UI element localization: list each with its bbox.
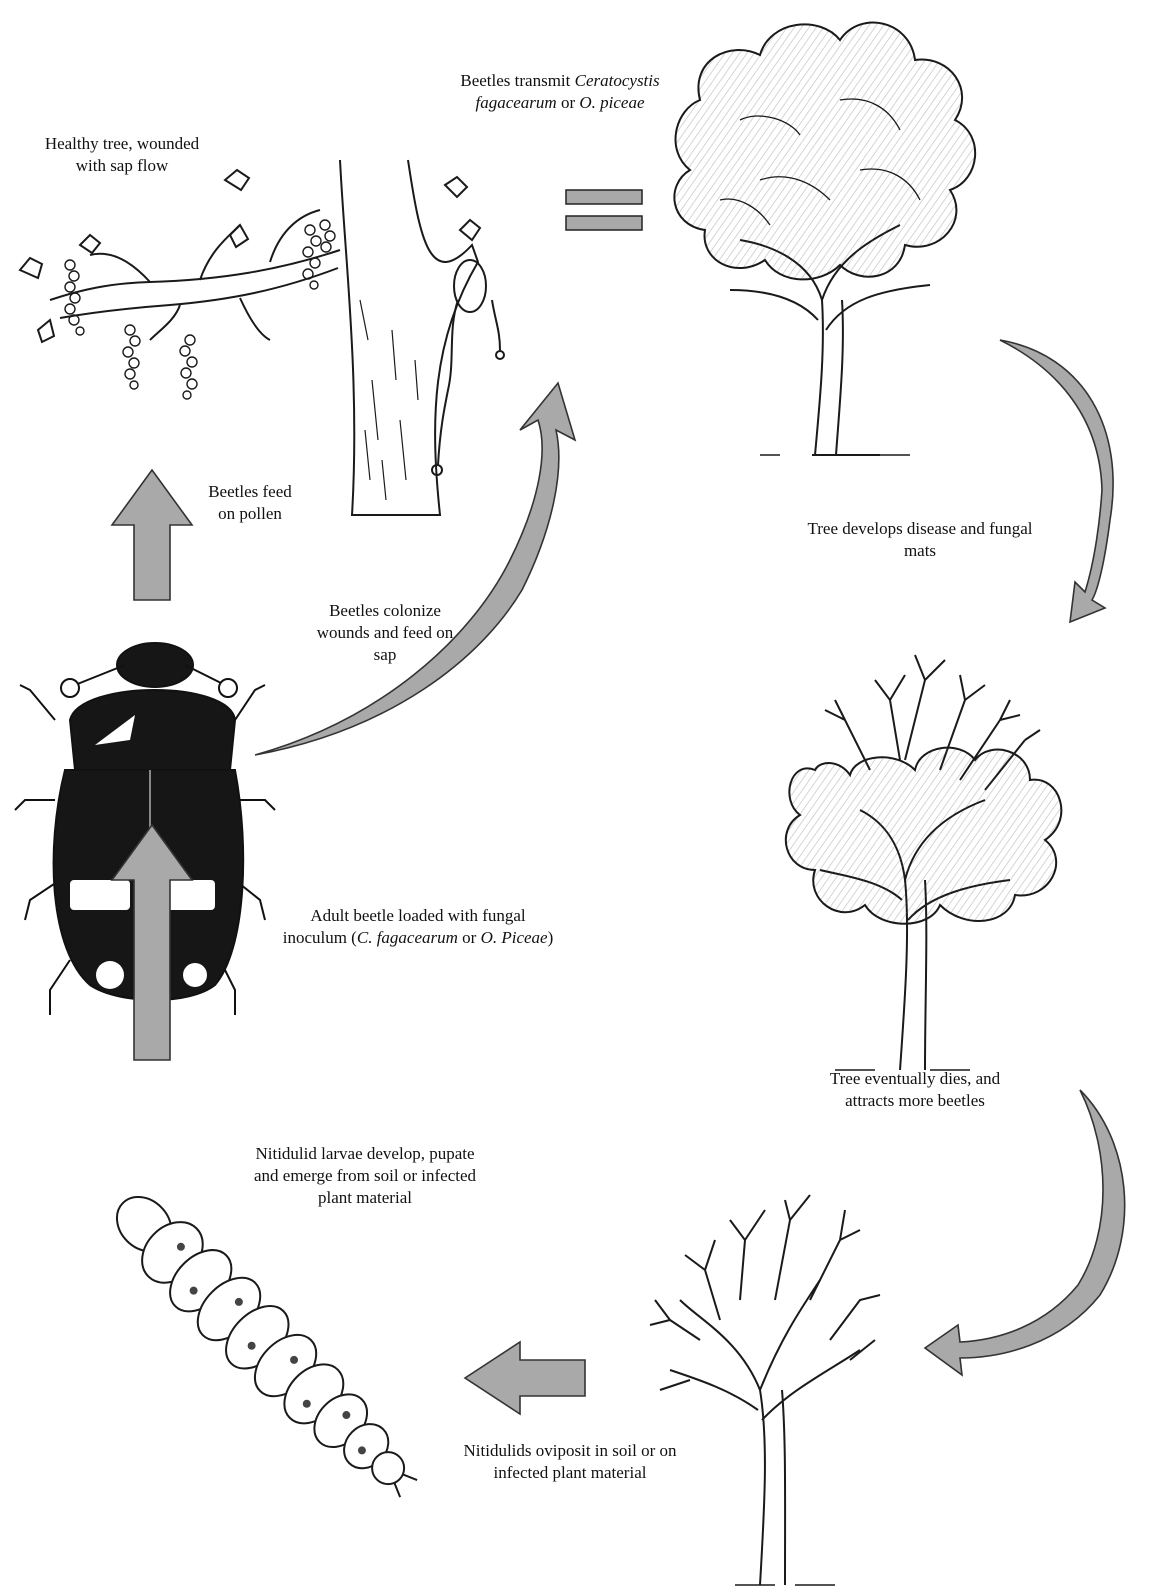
label-larvae: Nitidulid larvae develop, pupate and eme… — [225, 1143, 505, 1209]
dead-tree-icon — [650, 1195, 880, 1585]
label-dies-line2: attracts more beetles — [795, 1090, 1035, 1112]
label-transmit-species1-cont: fagacearum — [475, 93, 556, 112]
label-oviposit-line2: infected plant material — [430, 1462, 710, 1484]
label-transmit-species2: O. piceae — [579, 93, 644, 112]
label-healthy-tree: Healthy tree, wounded with sap flow — [22, 133, 222, 177]
label-larvae-line1: Nitidulid larvae develop, pupate — [225, 1143, 505, 1165]
label-adult-line2-prefix: inoculum ( — [283, 928, 357, 947]
equals-sign-icon — [566, 190, 642, 230]
label-oviposit-line1: Nitidulids oviposit in soil or on — [430, 1440, 710, 1462]
label-develops: Tree develops disease and fungal mats — [785, 518, 1055, 562]
label-adult-species1: C. fagacearum — [357, 928, 458, 947]
label-healthy-tree-line2: with sap flow — [22, 155, 222, 177]
curved-arrow-colonize — [255, 383, 575, 755]
label-larvae-line3: plant material — [225, 1187, 505, 1209]
label-feed-pollen: Beetles feed on pollen — [195, 481, 305, 525]
larva-icon — [97, 1177, 435, 1515]
label-tree-dies: Tree eventually dies, and attracts more … — [795, 1068, 1035, 1112]
label-beetles-transmit: Beetles transmit Ceratocystis fagacearum… — [430, 70, 690, 114]
label-colonize: Beetles colonize wounds and feed on sap — [300, 600, 470, 666]
label-colonize-line2: wounds and feed on — [300, 622, 470, 644]
label-transmit-species1: Ceratocystis — [575, 71, 660, 90]
label-colonize-line1: Beetles colonize — [300, 600, 470, 622]
healthy-tree-branch-icon — [20, 160, 504, 515]
label-adult-line2-suffix: ) — [548, 928, 554, 947]
label-develops-line1: Tree develops disease and fungal — [785, 518, 1055, 540]
label-larvae-line2: and emerge from soil or infected — [225, 1165, 505, 1187]
label-colonize-line3: sap — [300, 644, 470, 666]
label-feed-pollen-line2: on pollen — [195, 503, 305, 525]
label-adult-species2: O. Piceae — [481, 928, 548, 947]
label-oviposit: Nitidulids oviposit in soil or on infect… — [430, 1440, 710, 1484]
full-tree-icon — [674, 23, 975, 455]
left-arrow — [465, 1342, 585, 1414]
curved-arrow-develops — [1000, 340, 1113, 622]
label-adult-beetle: Adult beetle loaded with fungal inoculum… — [258, 905, 578, 949]
label-transmit-prefix: Beetles transmit — [460, 71, 574, 90]
curved-arrow-dies — [925, 1090, 1125, 1375]
label-develops-line2: mats — [785, 540, 1055, 562]
label-feed-pollen-line1: Beetles feed — [195, 481, 305, 503]
up-arrow-top — [112, 470, 192, 600]
label-dies-line1: Tree eventually dies, and — [795, 1068, 1035, 1090]
label-transmit-or: or — [557, 93, 580, 112]
label-adult-line1: Adult beetle loaded with fungal — [258, 905, 578, 927]
diseased-tree-icon — [786, 655, 1062, 1070]
label-healthy-tree-line1: Healthy tree, wounded — [22, 133, 222, 155]
label-adult-or: or — [458, 928, 481, 947]
